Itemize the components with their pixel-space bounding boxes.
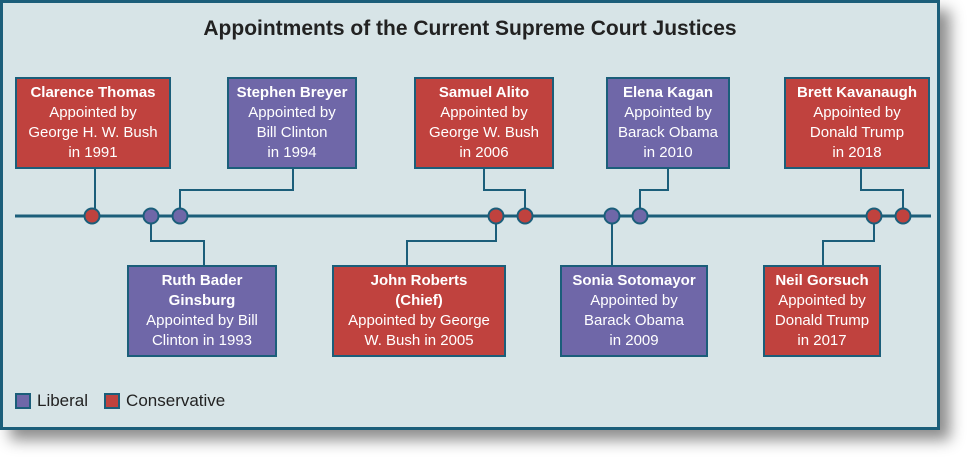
justice-name: Samuel Alito — [438, 84, 530, 101]
justice-name: Sonia Sotomayor — [572, 272, 696, 289]
timeline-dot — [171, 207, 189, 225]
justice-name: (Chief) — [395, 292, 443, 309]
appointment-text: Appointed by — [778, 292, 866, 309]
appointment-text: in 2010 — [643, 144, 693, 161]
appointment-text: in 1991 — [68, 144, 118, 161]
timeline-svg — [15, 169, 931, 265]
appointment-text: George W. Bush — [428, 124, 540, 141]
appointment-text: Appointed by — [813, 104, 901, 121]
appointment-text: in 2017 — [797, 332, 847, 349]
justice-name: Ruth Bader — [161, 272, 243, 289]
appointment-text: Appointed by George — [348, 312, 490, 329]
justice-name: Ginsburg — [168, 292, 236, 309]
appointment-text: W. Bush in 2005 — [364, 332, 474, 349]
legend-liberal: Liberal — [15, 391, 88, 411]
connector-line — [150, 216, 205, 265]
diagram-panel: Appointments of the Current Supreme Cour… — [0, 0, 940, 430]
appointment-text: in 2018 — [832, 144, 882, 161]
appointment-text: Appointed by — [248, 104, 336, 121]
legend: Liberal Conservative — [15, 391, 241, 411]
connector-line — [639, 169, 669, 216]
justice-name: Clarence Thomas — [30, 84, 156, 101]
connector-line — [483, 169, 526, 216]
justice-name: Stephen Breyer — [236, 84, 348, 101]
legend-conservative: Conservative — [104, 391, 225, 411]
appointment-text: Bill Clinton — [256, 124, 328, 141]
appointment-text: Barack Obama — [617, 124, 719, 141]
appointment-text: Appointed by — [590, 292, 678, 309]
appointment-text: George H. W. Bush — [28, 124, 158, 141]
appointment-text: Appointed by — [49, 104, 137, 121]
legend-liberal-label: Liberal — [37, 391, 89, 410]
appointment-text: Donald Trump — [774, 312, 870, 329]
appointment-text: in 2009 — [609, 332, 659, 349]
appointment-text: Appointed by — [440, 104, 528, 121]
connector-lines — [94, 169, 904, 265]
appointment-text: in 1994 — [267, 144, 317, 161]
timeline-dot — [516, 207, 534, 225]
appointment-text: Donald Trump — [809, 124, 905, 141]
legend-liberal-swatch — [15, 393, 31, 409]
timeline-dot — [894, 207, 912, 225]
justice-name: Neil Gorsuch — [775, 272, 869, 289]
justice-name: Elena Kagan — [622, 84, 714, 101]
legend-conservative-swatch — [104, 393, 121, 409]
connector-line — [822, 216, 875, 265]
timeline-dots — [83, 207, 912, 225]
justice-name: Brett Kavanaugh — [796, 84, 918, 101]
timeline-dot — [865, 207, 883, 225]
timeline-dot — [83, 207, 101, 225]
legend-conservative-label: Conservative — [126, 391, 226, 410]
appointment-text: Appointed by Bill — [146, 312, 258, 329]
appointment-text: Clinton in 1993 — [151, 332, 253, 349]
appointment-text: in 2006 — [459, 144, 509, 161]
connector-line — [179, 169, 294, 216]
appointment-text: Barack Obama — [583, 312, 685, 329]
connector-line — [860, 169, 904, 216]
timeline-dot — [142, 207, 160, 225]
connector-line — [406, 216, 497, 265]
justice-name: John Roberts — [370, 272, 468, 289]
timeline-dot — [631, 207, 649, 225]
appointment-text: Appointed by — [624, 104, 712, 121]
diagram-title: Appointments of the Current Supreme Cour… — [203, 17, 737, 40]
timeline-dot — [487, 207, 505, 225]
timeline-dot — [603, 207, 621, 225]
